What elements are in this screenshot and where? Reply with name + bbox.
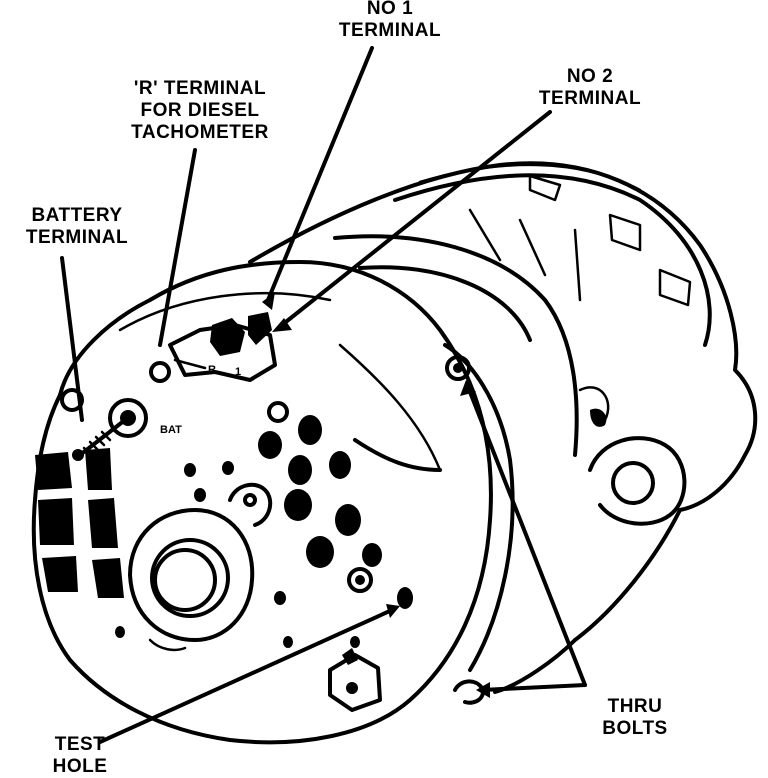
leader-thru-bolt-1 <box>468 390 587 687</box>
thru-bolt-lower <box>453 679 485 705</box>
stator-band <box>333 234 579 457</box>
leader-test-hole <box>98 608 394 744</box>
label-test-line1: TEST <box>54 734 106 755</box>
battery-stud <box>78 418 127 457</box>
label-thru-bolts: THRU BOLTS <box>590 696 680 740</box>
label-test-hole: TEST HOLE <box>40 734 120 778</box>
fan-ring <box>393 173 712 347</box>
thru-bolt-upper <box>445 355 471 381</box>
vent-holes <box>115 415 382 648</box>
label-no2-line1: NO 2 <box>566 66 614 87</box>
label-battery-terminal: BATTERY TERMINAL <box>12 205 142 249</box>
bearing-boss <box>128 508 255 642</box>
label-thru-line1: THRU <box>607 696 663 717</box>
bottom-connector <box>328 653 382 712</box>
slip-ring-end-frame <box>31 260 493 745</box>
label-no1-terminal: NO 1 TERMINAL <box>330 0 450 42</box>
leader-battery <box>60 256 84 422</box>
leader-no2 <box>280 110 552 327</box>
label-r-line2: FOR DIESEL <box>140 100 260 121</box>
leader-r <box>158 148 197 347</box>
label-no1-line2: TERMINAL <box>338 20 442 41</box>
label-r-terminal: 'R' TERMINAL FOR DIESEL TACHOMETER <box>100 78 300 144</box>
label-battery-line1: BATTERY <box>31 205 123 226</box>
label-r-line1: 'R' TERMINAL <box>133 78 267 99</box>
label-no2-line2: TERMINAL <box>538 88 642 109</box>
vent-grille <box>35 448 124 598</box>
one-marking: 1 <box>235 366 242 378</box>
label-battery-line2: TERMINAL <box>25 227 129 248</box>
label-no1-line1: NO 1 <box>366 0 414 19</box>
leader-thru-bolt-2 <box>480 683 587 692</box>
label-no2-terminal: NO 2 TERMINAL <box>530 66 650 110</box>
test-hole <box>397 587 413 609</box>
label-thru-line2: BOLTS <box>602 718 668 739</box>
bat-marking: BAT <box>160 424 182 436</box>
label-r-line3: TACHOMETER <box>131 122 269 143</box>
leader-no1 <box>266 46 374 302</box>
label-test-line2: HOLE <box>52 756 108 777</box>
mounting-ear <box>588 436 687 526</box>
battery-terminal-boss <box>108 398 148 438</box>
r-marking: R <box>208 364 216 376</box>
